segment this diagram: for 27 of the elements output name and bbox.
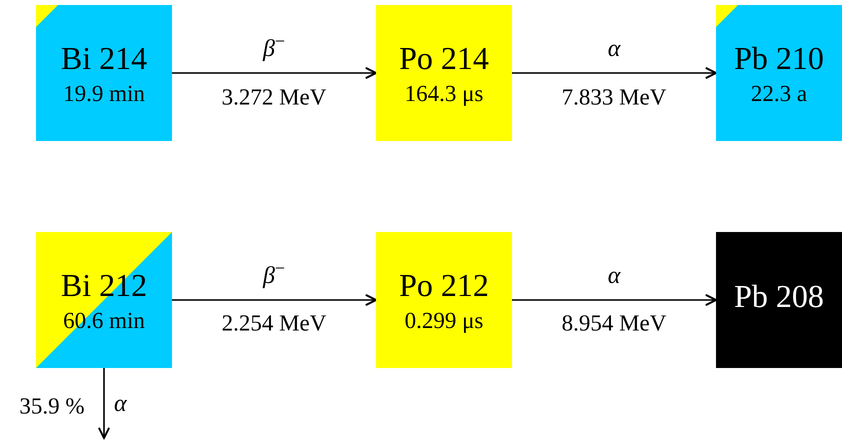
decay-energy: 2.254 MeV [222,312,326,334]
arrow [512,66,717,80]
nuclide-name: Po 212 [399,268,489,300]
nuclide-box [716,232,842,368]
arrow [172,294,377,306]
nuclide-name: Po 214 [399,42,489,74]
nuclide-name: Bi 214 [60,42,148,74]
arrow [172,66,377,80]
half-life: 164.3 μs [404,82,484,104]
arrow [98,368,110,439]
arrow [512,294,717,306]
half-life: 0.299 μs [404,308,484,332]
half-life: 22.3 a [750,82,808,104]
branching-ratio: 35.9 % [19,394,85,418]
edge-label: β$^{−}$ [262,264,286,288]
half-life: 19.9 min [63,82,145,104]
nuclide-name: Pb 210 [734,42,824,74]
decay-energy: 8.954 MeV [562,312,666,334]
nuclide-box [36,5,172,141]
decay-energy: 3.272 MeV [222,86,326,108]
decay-energy: 7.833 MeV [562,86,666,108]
nuclide-box [376,232,512,368]
nuclide-box [376,5,512,141]
nuclide-box [36,232,172,368]
nuclide-name: Pb 208 [734,280,824,312]
edge-label: β$^{−}$ [262,37,286,61]
nuclide-box [716,5,842,141]
